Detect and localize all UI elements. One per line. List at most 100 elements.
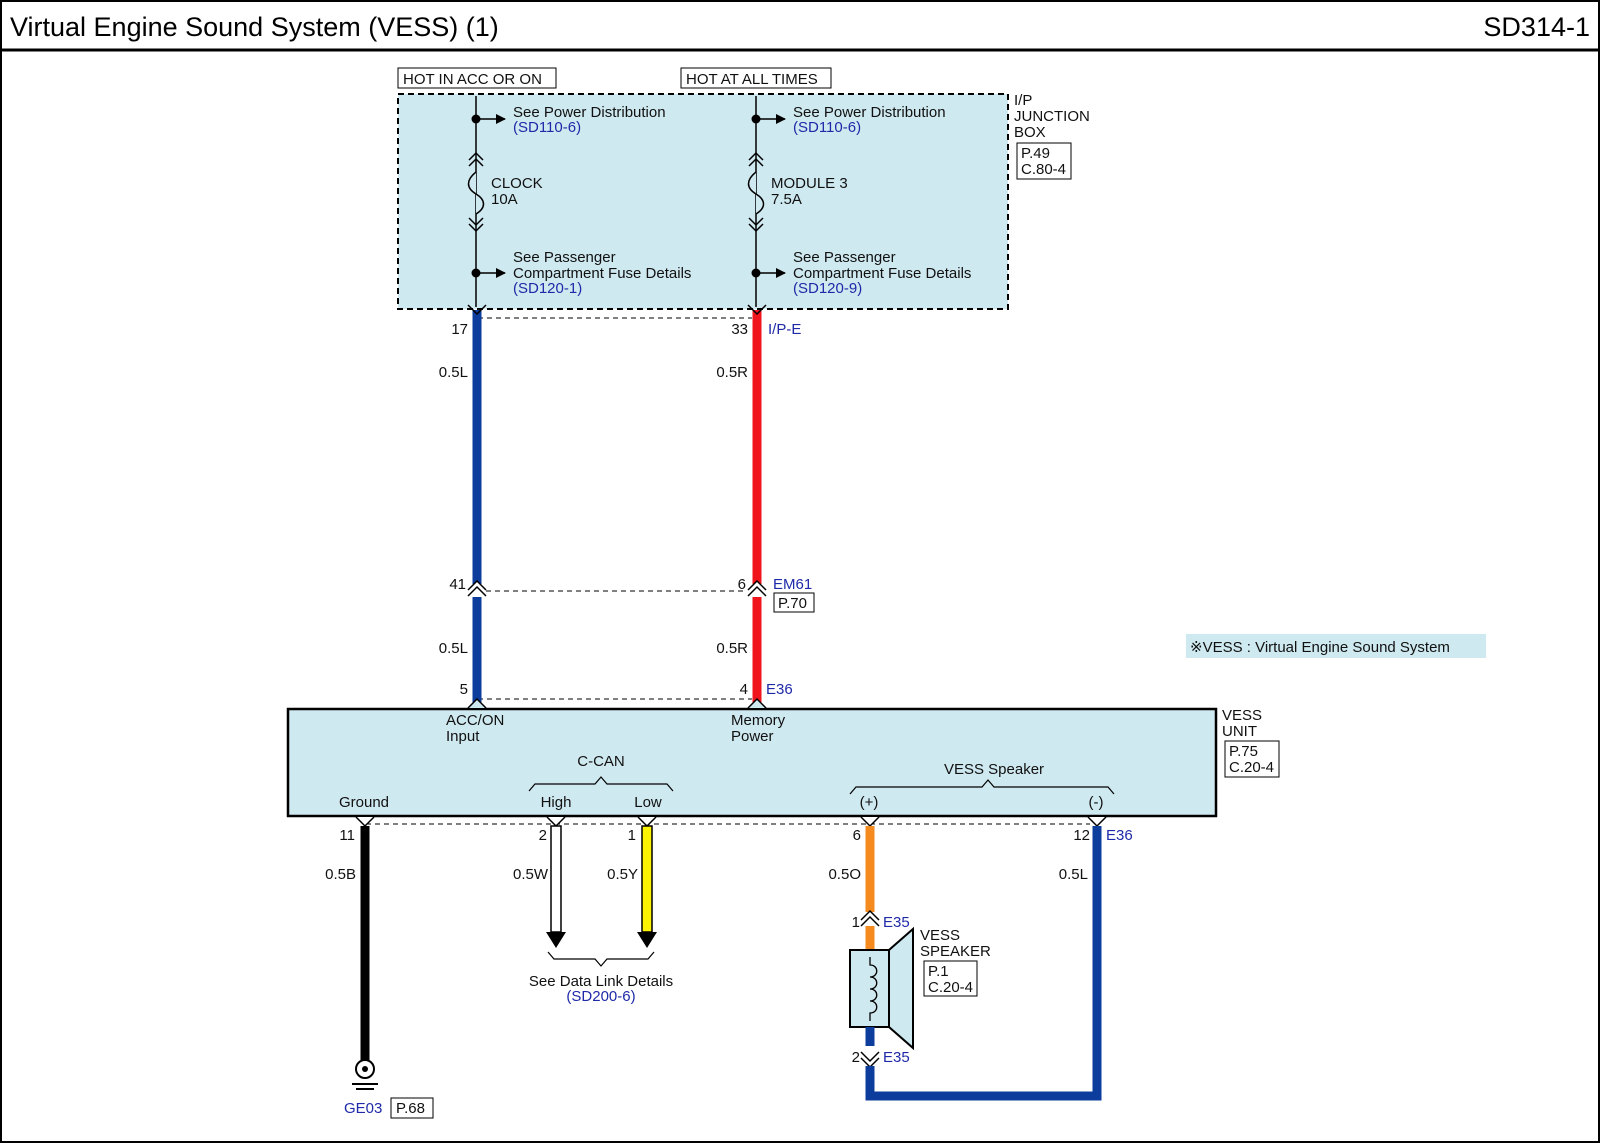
junction-box-connector-ref: C.80-4 [1021, 161, 1066, 178]
e36-ground-terminal [355, 816, 375, 828]
clock-fuse-rating: 10A [491, 191, 518, 208]
e36-bottom-pin-spk-neg: 12 [1073, 827, 1090, 844]
em61-pin-left: 41 [449, 576, 466, 593]
e36-top-connector-name: E36 [766, 681, 793, 698]
e36-bottom-pin-high: 2 [539, 827, 547, 844]
junction-box-name-3: BOX [1014, 124, 1046, 141]
ipe-connector-name: I/P-E [768, 321, 801, 338]
speaker-ref-box [923, 960, 978, 997]
module3-fuse-name: MODULE 3 [771, 175, 848, 192]
ground-point-name: GE03 [344, 1100, 382, 1117]
wire-spk-pos-label: 0.5O [828, 866, 861, 883]
wire-can-low [641, 825, 653, 933]
jb-right-fuse-chevron-top [748, 151, 764, 167]
jb-left-power-dist: See Power Distribution [513, 104, 666, 121]
vess-unit-high-label: High [541, 794, 572, 811]
wire-right-upper-label: 0.5R [716, 364, 748, 381]
e36-top-pin-left: 5 [460, 681, 468, 698]
legend-note-bg [1186, 634, 1486, 658]
vess-unit-page-ref: P.75 [1229, 743, 1258, 760]
data-link-brace [547, 951, 655, 967]
vess-unit-mem-label-1: Memory [731, 712, 786, 729]
ground-page-ref: P.68 [396, 1100, 425, 1117]
ipe-right-terminal [747, 304, 767, 316]
speaker-name-2: SPEAKER [920, 943, 991, 960]
e36-spk-neg-terminal [1087, 816, 1107, 828]
e35-top-pin: 1 [852, 914, 860, 931]
e35-top-connector-name: E35 [883, 914, 910, 931]
data-link-ref: (SD200-6) [566, 988, 635, 1005]
page-code: SD314-1 [1483, 12, 1590, 42]
speaker-connector-ref: C.20-4 [928, 979, 973, 996]
ground-page-ref-box [390, 1097, 434, 1119]
wire-can-low-label: 0.5Y [607, 866, 638, 883]
e36-bottom-pin-ground: 11 [339, 827, 355, 844]
ipe-left-terminal [467, 304, 487, 316]
wire-ground-label: 0.5B [325, 866, 356, 883]
vess-unit-ref-box [1224, 740, 1280, 778]
jb-left-fuse-detail-1: See Passenger [513, 249, 616, 266]
vess-unit-name-2: UNIT [1222, 723, 1257, 740]
power-label-right: HOT AT ALL TIMES [686, 71, 818, 88]
e35-bottom-pin: 2 [852, 1049, 860, 1066]
jb-left-fuse-detail-ref: (SD120-1) [513, 280, 582, 297]
junction-box-name-2: JUNCTION [1014, 108, 1090, 125]
vess-unit-ccan-label: C-CAN [577, 753, 625, 770]
wire-spk-neg [865, 826, 1102, 1101]
junction-box-page-ref: P.49 [1021, 145, 1050, 162]
vess-unit-mem-label-2: Power [731, 728, 774, 745]
vess-unit-speaker-label: VESS Speaker [944, 761, 1044, 778]
vess-unit-box [286, 707, 1218, 818]
wire-left-lower-label: 0.5L [439, 640, 468, 657]
wire-can-high [550, 825, 562, 933]
speaker-coil-icon [869, 957, 878, 1021]
vess-unit-name-1: VESS [1222, 707, 1262, 724]
jb-left-power-dist-ref: (SD110-6) [513, 119, 581, 136]
speaker-cone-icon [888, 926, 914, 1051]
data-link-label: See Data Link Details [529, 973, 673, 990]
ipe-pin-left: 17 [451, 321, 468, 338]
legend-note: ※VESS : Virtual Engine Sound System [1190, 639, 1450, 656]
speaker-name-1: VESS [920, 927, 960, 944]
e35-bottom-connector-name: E35 [883, 1049, 910, 1066]
vess-unit-ccan-brace [528, 776, 674, 792]
page-title: Virtual Engine Sound System (VESS) (1) [10, 12, 499, 42]
e36-bottom-pin-low: 1 [628, 827, 636, 844]
junction-box-ref-box [1016, 142, 1072, 180]
vess-unit-acc-label-2: Input [446, 728, 480, 745]
wire-can-high-label: 0.5W [513, 866, 549, 883]
clock-fuse-icon [467, 171, 485, 215]
vess-unit-acc-terminal [467, 697, 487, 709]
em61-right-terminal [747, 579, 767, 597]
em61-pin-right: 6 [738, 576, 746, 593]
speaker-page-ref: P.1 [928, 963, 949, 980]
vess-unit-neg-label: (-) [1089, 794, 1104, 811]
jb-right-power-dist-ref: (SD110-6) [793, 119, 861, 136]
junction-box-name-1: I/P [1014, 92, 1032, 109]
ipe-pin-right: 33 [731, 321, 748, 338]
vess-unit-connector-ref: C.20-4 [1229, 759, 1274, 776]
em61-page-ref-box [773, 592, 815, 613]
jb-right-fuse-detail-2: Compartment Fuse Details [793, 265, 971, 282]
clock-fuse-name: CLOCK [491, 175, 543, 192]
module3-fuse-rating: 7.5A [771, 191, 802, 208]
can-high-arrow-icon [546, 932, 566, 948]
e36-bottom-pin-spk-pos: 6 [853, 827, 861, 844]
module3-fuse-icon [747, 171, 765, 215]
vess-unit-ground-label: Ground [339, 794, 389, 811]
e36-high-terminal [546, 816, 566, 828]
jb-right-power-dist: See Power Distribution [793, 104, 946, 121]
power-label-left-box [397, 67, 557, 89]
wire-spk-neg-label: 0.5L [1059, 866, 1088, 883]
jb-right-fuse-chevron-bottom [748, 217, 764, 233]
can-low-arrow-icon [637, 932, 657, 948]
e35-bottom-terminal [860, 1051, 880, 1069]
wire-right-lower-label: 0.5R [716, 640, 748, 657]
jb-left-fuse-chevron-top [468, 151, 484, 167]
power-label-left: HOT IN ACC OR ON [403, 71, 542, 88]
vess-unit-pos-label: (+) [860, 794, 879, 811]
vess-unit-acc-label-1: ACC/ON [446, 712, 504, 729]
e36-top-pin-right: 4 [740, 681, 748, 698]
